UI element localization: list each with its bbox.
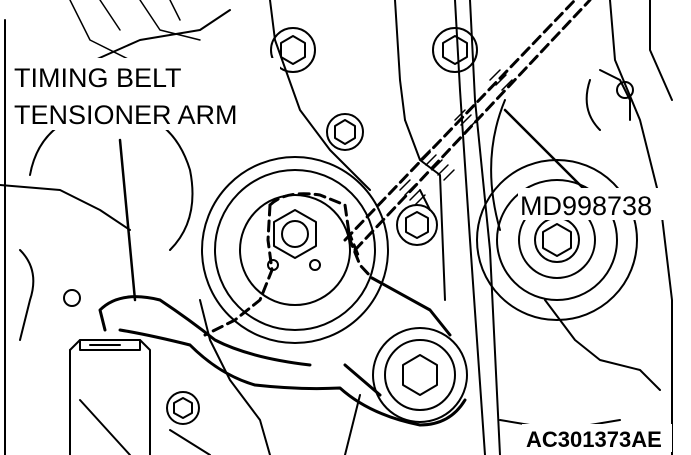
- code-label-bg: [522, 424, 672, 452]
- upper-bracket: [69, 0, 201, 61]
- leader-lines: [118, 108, 587, 302]
- tensioner-arm: [98, 276, 467, 427]
- tensioner-label-line2: TENSIONER ARM: [14, 100, 238, 130]
- bolt-upper-mid: [326, 113, 364, 151]
- crank-pulley: [29, 108, 194, 251]
- tensioner-label-bg: [10, 58, 280, 130]
- tool-label-bg: [518, 188, 678, 220]
- figure-code: AC301373AE: [526, 427, 662, 452]
- tensioner-leader-line: [118, 138, 137, 302]
- engine-casing: [0, 0, 673, 455]
- bolt-right-top: [432, 27, 478, 73]
- tensioner-pulley: [201, 156, 389, 344]
- special-tool: [343, 0, 592, 257]
- small-hole-left: [63, 289, 81, 307]
- tool-label: MD998738: [520, 191, 652, 221]
- tensioner-pivot-bolt: [372, 327, 468, 423]
- small-hole-upper: [616, 81, 634, 99]
- tool-leader-line: [503, 108, 587, 192]
- bolt-right-mid: [396, 204, 438, 246]
- idler-pulley: [476, 159, 638, 321]
- tensioner-label-line1: TIMING BELT: [14, 63, 182, 93]
- tool-thread: [399, 69, 513, 206]
- bolt-top-center: [270, 27, 316, 73]
- bolt-lower-left: [166, 391, 200, 425]
- tensioner-arm-hidden: [203, 192, 374, 337]
- auto-tensioner-body: [69, 339, 151, 455]
